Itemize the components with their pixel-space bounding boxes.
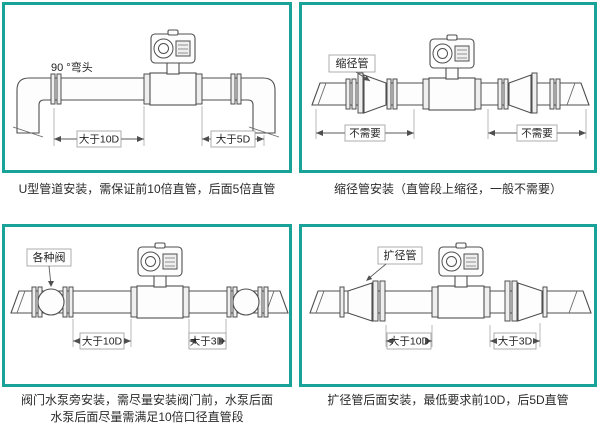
reducer-cone [517,282,543,322]
elbow-callout: 90 °弯头 [51,60,93,74]
panel-valve: 各种阀 大于10D 大于3D [2,224,292,387]
caption-reducer: 缩径管安装（直管段上缩径，一般不需要） [333,182,562,196]
dimension-left: 不需要 [315,109,415,142]
panel-expander: 扩径管 大于10D 大于3D [299,224,597,387]
panel-reducer: 缩径管 不需要 不需要 [299,2,597,173]
callout-label: 各种阀 [33,250,66,264]
reducer-diagram: 缩径管 不需要 不需要 [311,34,590,142]
u-pipe-diagram: 90 °弯头 大于10D 大于5D [12,29,280,148]
panel-u-pipe: 90 °弯头 大于10D 大于5D [2,2,292,173]
flange-set [339,280,548,322]
caption-valve: 阀门水泵旁安装，需尽量安装阀门前，水泵后面 水泵后面尽量需满足10倍口径直管段 [2,392,292,426]
expander-callout: 扩径管 [366,246,423,281]
dim-label: 大于10D [82,335,123,348]
pipe-break-mark [568,290,578,314]
flange-set [345,78,561,110]
valve-ball-right [232,288,260,316]
flange-set [50,73,242,105]
leader-arrow [363,75,370,81]
dim-label: 大于3D [498,335,533,348]
pipe-break-mark [16,290,26,314]
dimension-right: 大于5D [201,106,265,148]
expander-diagram: 扩径管 大于10D 大于3D [309,242,592,350]
dimension-right: 大于3D [489,323,541,350]
callout-label: 扩径管 [384,248,417,262]
pipe-break-mark [315,290,325,314]
valve-ball-left [37,288,65,316]
reducer-cone [363,74,387,114]
dimension-right: 不需要 [487,109,587,142]
leader-arrow [366,275,373,281]
expander-cone [347,282,373,322]
caption-u-pipe: U型管道安装，需保证前10倍直管，后面5倍直管 [18,182,276,196]
dim-label: 大于10D [389,335,430,348]
caption-expander: 扩径管后面安装，最低要求前10D，后5D直管 [327,393,569,407]
callout-label: 缩径管 [336,56,369,70]
expander-cones [347,282,543,322]
dimension-right: 大于3D [188,319,227,350]
flowmeter [422,34,482,111]
dimension-left: 大于10D [385,325,433,350]
reducer-callout: 缩径管 [328,54,376,82]
flowmeter [130,242,190,319]
reducer-cones [357,72,538,114]
leader-arrow [48,281,54,287]
caption-valve-line1: 阀门水泵旁安装，需尽量安装阀门前，水泵后面 [20,393,273,407]
flowmeter [431,242,491,319]
pipe-break-mark [12,126,44,138]
dimension-left: 大于10D [72,319,132,350]
dimension-left: 大于10D [53,106,145,148]
caption-valve-line2: 水泵后面尽量需满足10倍口径直管段 [50,410,244,424]
dim-label: 不需要 [349,128,381,140]
expander-cone [508,74,532,114]
dim-label: 大于5D [216,133,251,146]
flowmeter [143,29,203,106]
valve-diagram: 各种阀 大于10D 大于3D [10,242,289,350]
valve-callout: 各种阀 [26,248,72,287]
dim-label: 不需要 [521,128,553,140]
pipe-break-mark [317,82,327,106]
pipe-break-mark [566,82,576,106]
pipe-break-mark [248,126,280,138]
dim-label: 大于3D [190,335,225,348]
dim-label: 大于10D [79,133,120,146]
